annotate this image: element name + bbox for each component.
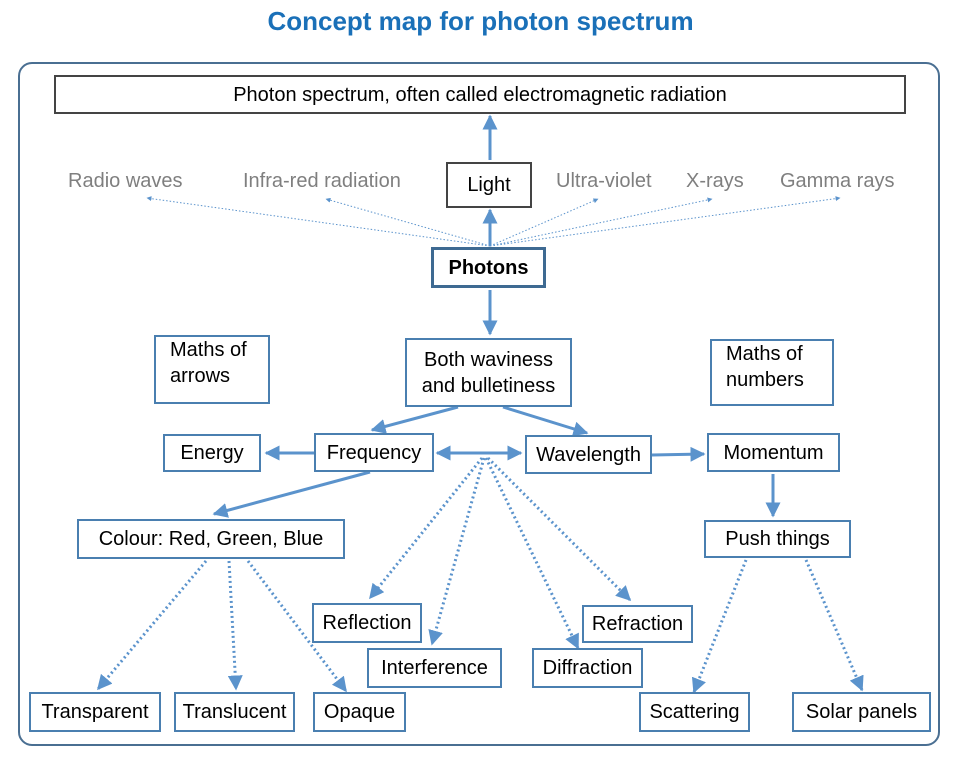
link-photons-gamma xyxy=(489,196,841,247)
node-photon-spectrum-label: Photon spectrum, often called electromag… xyxy=(233,83,727,106)
node-opaque: Opaque xyxy=(313,692,406,732)
node-reflection: Reflection xyxy=(312,603,422,643)
link-colour-opaque xyxy=(246,560,348,693)
node-transparent: Transparent xyxy=(29,692,161,732)
link-waviness-wavelength xyxy=(502,405,589,437)
link-hub-refraction xyxy=(486,456,632,602)
label-x-rays: X-rays xyxy=(686,170,744,192)
node-push-things-label: Push things xyxy=(725,528,830,550)
link-hub-diffraction xyxy=(484,457,580,650)
node-translucent-label: Translucent xyxy=(182,701,287,723)
node-maths-of-numbers-line2: numbers xyxy=(726,369,804,391)
node-waviness-bulletiness: Both waviness and bulletiness xyxy=(405,338,572,407)
node-colour-label: Colour: Red, Green, Blue xyxy=(98,528,324,550)
node-waviness-line1: Both waviness xyxy=(424,348,553,371)
link-colour-transparent xyxy=(96,560,208,691)
node-energy-label: Energy xyxy=(180,442,244,464)
node-maths-of-numbers-line1: Maths of xyxy=(726,343,803,365)
link-wavelength-momentum xyxy=(651,446,706,462)
link-push-scattering xyxy=(691,559,748,694)
link-hub-interference xyxy=(428,457,486,646)
node-scattering: Scattering xyxy=(639,692,750,732)
node-push-things: Push things xyxy=(704,520,851,558)
node-reflection-label: Reflection xyxy=(322,612,412,634)
node-momentum: Momentum xyxy=(707,433,840,472)
link-hub-reflection xyxy=(368,457,484,600)
label-infra-red: Infra-red radiation xyxy=(243,170,401,192)
node-solar-panels-label: Solar panels xyxy=(805,701,918,723)
node-wavelength-label: Wavelength xyxy=(536,443,641,466)
node-light: Light xyxy=(446,162,532,208)
node-refraction-label: Refraction xyxy=(591,613,684,635)
link-photons-ultraviolet xyxy=(489,198,599,247)
node-solar-panels: Solar panels xyxy=(792,692,931,732)
node-maths-of-arrows-line1: Maths of xyxy=(170,339,247,361)
node-opaque-label: Opaque xyxy=(323,701,396,723)
node-maths-of-arrows: Maths of arrows xyxy=(154,335,270,404)
node-interference-label: Interference xyxy=(381,657,488,679)
node-momentum-label: Momentum xyxy=(723,441,824,464)
node-frequency: Frequency xyxy=(314,433,434,472)
link-photons-radio xyxy=(146,196,491,247)
node-light-label: Light xyxy=(467,174,511,196)
node-maths-of-arrows-line2: arrows xyxy=(170,365,231,387)
node-transparent-label: Transparent xyxy=(41,701,149,723)
node-waviness-line2: and bulletiness xyxy=(421,374,556,397)
node-energy: Energy xyxy=(163,434,261,472)
node-maths-of-numbers: Maths of numbers xyxy=(710,339,834,406)
node-photons-label: Photons xyxy=(448,256,529,279)
node-refraction: Refraction xyxy=(582,605,693,643)
label-ultra-violet: Ultra-violet xyxy=(556,170,652,192)
link-colour-translucent xyxy=(227,560,243,691)
label-radio-waves: Radio waves xyxy=(68,170,183,192)
node-diffraction-label: Diffraction xyxy=(542,657,633,679)
diagram-title: Concept map for photon spectrum xyxy=(267,6,694,36)
node-photons: Photons xyxy=(431,247,546,288)
node-interference: Interference xyxy=(367,648,502,688)
node-diffraction: Diffraction xyxy=(532,648,643,688)
link-waviness-frequency xyxy=(370,405,459,434)
diagram-frame xyxy=(18,62,940,746)
node-translucent: Translucent xyxy=(174,692,295,732)
node-wavelength: Wavelength xyxy=(525,435,652,474)
link-photons-infrared xyxy=(325,197,491,247)
link-frequency-colour xyxy=(212,470,371,518)
node-frequency-label: Frequency xyxy=(326,441,422,464)
node-photon-spectrum: Photon spectrum, often called electromag… xyxy=(54,75,906,114)
node-scattering-label: Scattering xyxy=(649,701,740,723)
node-colour: Colour: Red, Green, Blue xyxy=(77,519,345,559)
link-photons-xrays xyxy=(489,197,713,247)
link-push-solar xyxy=(804,559,864,692)
label-gamma-rays: Gamma rays xyxy=(780,170,895,192)
